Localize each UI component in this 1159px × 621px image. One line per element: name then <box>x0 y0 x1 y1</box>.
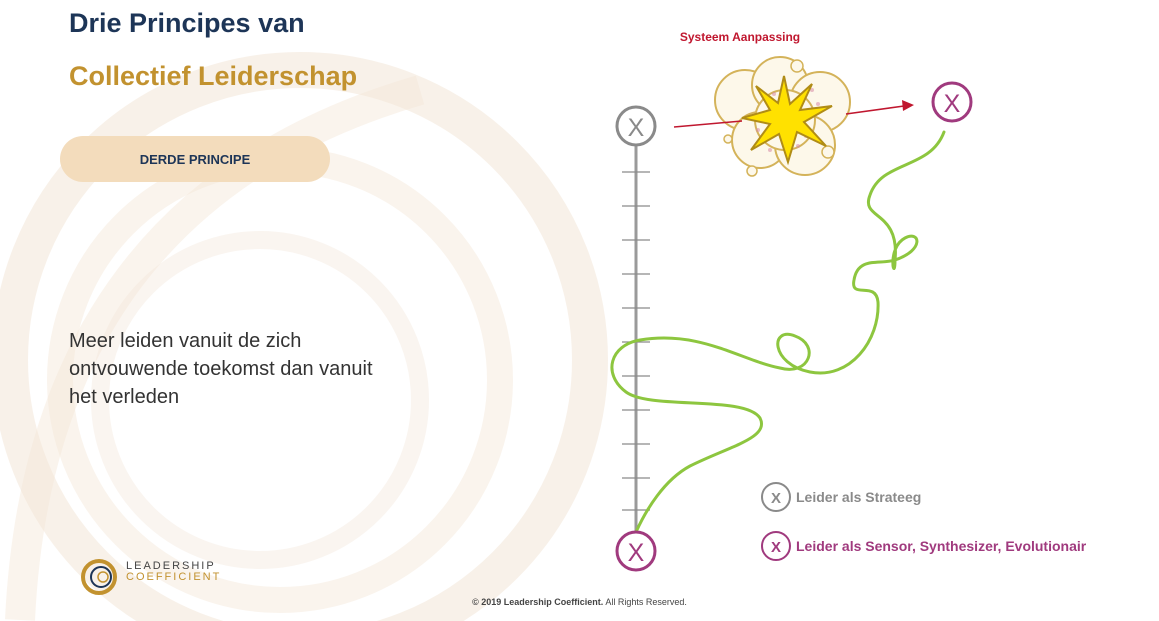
timeline-ticks <box>622 171 650 511</box>
title-line-1: Drie Principes van <box>69 8 305 38</box>
system-adjustment-arrow <box>673 100 914 128</box>
svg-text:X: X <box>944 90 961 118</box>
copyright-notice: © 2019 Leadership Coefficient. All Right… <box>0 597 1159 607</box>
body-text: Meer leiden vanuit de zich ontvouwende t… <box>69 330 373 408</box>
legend-strateeg-marker: X <box>761 482 791 512</box>
svg-text:X: X <box>628 539 645 567</box>
sensor-start-marker: X <box>615 530 657 572</box>
svg-text:X: X <box>771 539 781 556</box>
logo-word-2: COEFFICIENT <box>126 571 222 583</box>
copyright-bold: © 2019 Leadership Coefficient. <box>472 597 604 607</box>
copyright-rest: All Rights Reserved. <box>603 597 687 607</box>
svg-text:X: X <box>628 114 645 142</box>
logo-word-1: LEADERSHIP <box>126 560 216 572</box>
legend-strateeg-label: Leider als Strateeg <box>796 489 922 505</box>
legend-sensor-label: Leider als Sensor, Synthesizer, Evolutio… <box>796 538 1087 554</box>
system-adjustment-label: Systeem Aanpassing <box>679 30 801 44</box>
principle-pill: DERDE PRINCIPE <box>60 136 330 182</box>
strateeg-marker: X <box>615 105 657 147</box>
leadership-coefficient-logo <box>81 559 117 595</box>
svg-text:X: X <box>771 490 781 507</box>
sensor-path <box>610 130 946 534</box>
principle-pill-label: DERDE PRINCIPE <box>139 151 251 167</box>
sensor-end-marker: X <box>931 81 973 123</box>
title-line-2: Collectief Leiderschap <box>69 61 358 91</box>
legend-sensor-marker: X <box>761 531 791 561</box>
explosion-icon <box>714 56 851 177</box>
